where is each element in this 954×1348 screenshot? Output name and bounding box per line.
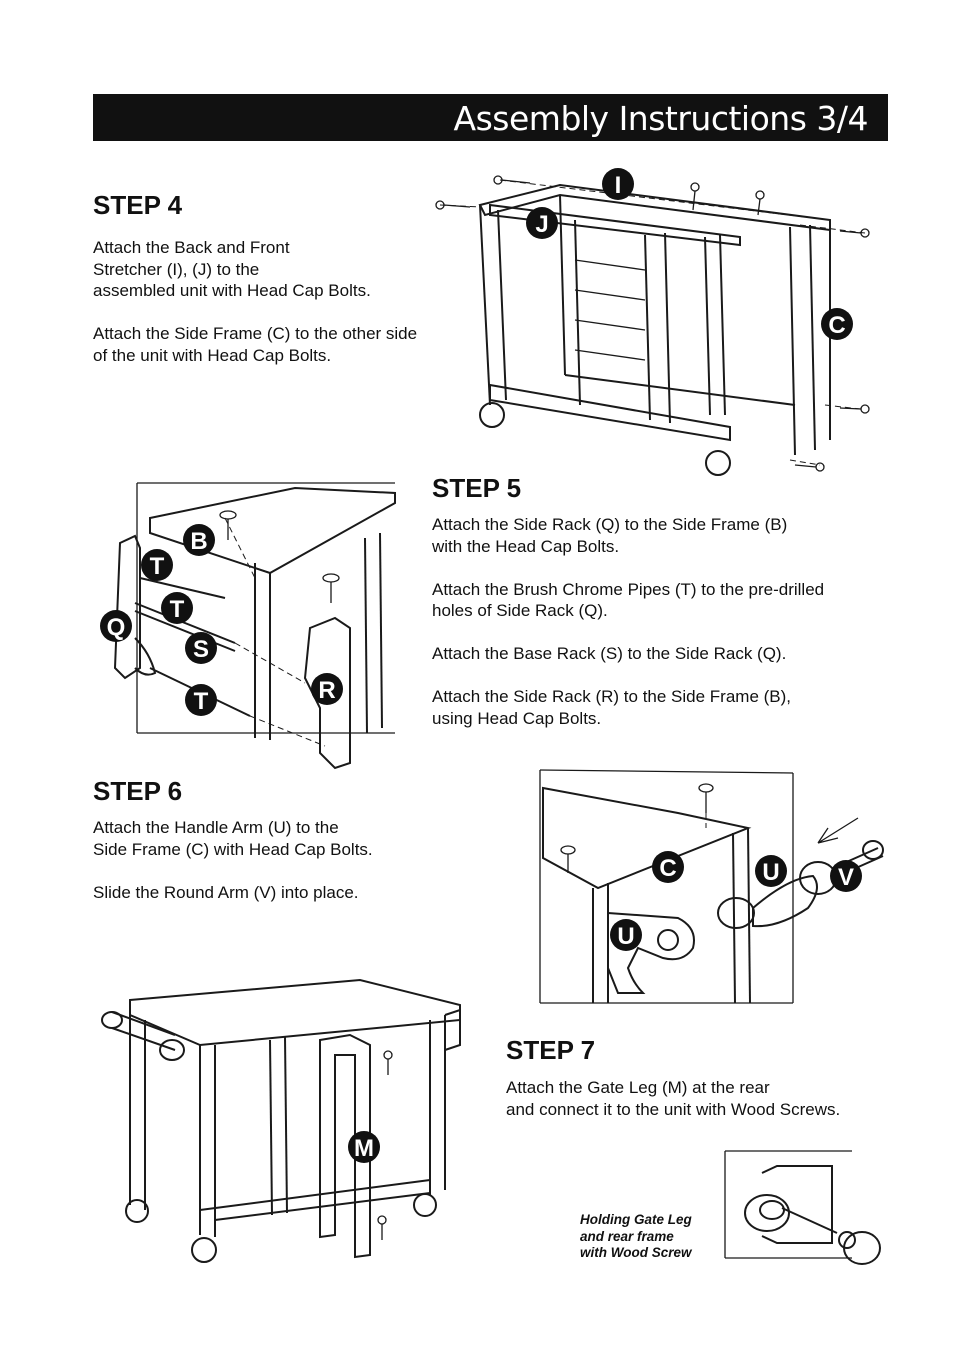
label-T-3: T <box>194 688 209 715</box>
step4-paragraph-2: Attach the Side Frame (C) to the other s… <box>93 324 418 365</box>
step5-paragraph-2: Attach the Brush Chrome Pipes (T) to the… <box>432 579 825 621</box>
step6-text: Attach the Handle Arm (U) to the Side Fr… <box>93 817 473 903</box>
label-B: B <box>190 528 207 555</box>
label-I: I <box>615 172 622 199</box>
step7-illustration: M <box>101 978 461 1263</box>
label-M: M <box>354 1135 374 1162</box>
step7-text: Attach the Gate Leg (M) at the rear and … <box>506 1077 906 1120</box>
page-title: Assembly Instructions 3/4 <box>453 99 869 138</box>
label-T-2: T <box>170 596 185 623</box>
step5-title: STEP 5 <box>432 473 522 503</box>
step7-paragraph-1: Attach the Gate Leg (M) at the rear and … <box>506 1078 841 1119</box>
step5-paragraph-4: Attach the Side Rack (R) to the Side Fra… <box>432 687 792 728</box>
step5-illustration: B T T Q S T R <box>100 482 396 770</box>
label-V: V <box>838 864 854 891</box>
label-C: C <box>828 312 845 339</box>
label-T-1: T <box>150 553 165 580</box>
label-Q: Q <box>107 614 126 641</box>
step6-paragraph-2: Slide the Round Arm (V) into place. <box>93 882 359 902</box>
step6-illustration: C U V U <box>539 769 884 1004</box>
step5-paragraph-1: Attach the Side Rack (Q) to the Side Fra… <box>432 515 788 556</box>
step4-text: Attach the Back and Front Stretcher (I),… <box>93 237 473 366</box>
label-U-1: U <box>762 859 779 886</box>
step7-title: STEP 7 <box>506 1035 596 1065</box>
step4-title: STEP 4 <box>93 190 183 220</box>
step7-detail-illustration <box>724 1150 881 1265</box>
label-S: S <box>193 636 209 663</box>
label-C-step6: C <box>659 855 676 882</box>
label-R: R <box>318 677 335 704</box>
step6-paragraph-1: Attach the Handle Arm (U) to the Side Fr… <box>93 818 373 859</box>
step5-paragraph-3: Attach the Base Rack (S) to the Side Rac… <box>432 644 787 663</box>
label-J: J <box>535 211 548 238</box>
step5-text: Attach the Side Rack (Q) to the Side Fra… <box>432 514 902 729</box>
step6-title: STEP 6 <box>93 776 183 806</box>
header-bar: Assembly Instructions 3/4 <box>93 94 888 141</box>
step4-illustration: I J C <box>435 168 870 476</box>
label-U-2: U <box>617 923 634 950</box>
step7-detail-caption: Holding Gate Leg and rear frame with Woo… <box>580 1212 692 1260</box>
step4-paragraph-1: Attach the Back and Front Stretcher (I),… <box>93 238 371 300</box>
